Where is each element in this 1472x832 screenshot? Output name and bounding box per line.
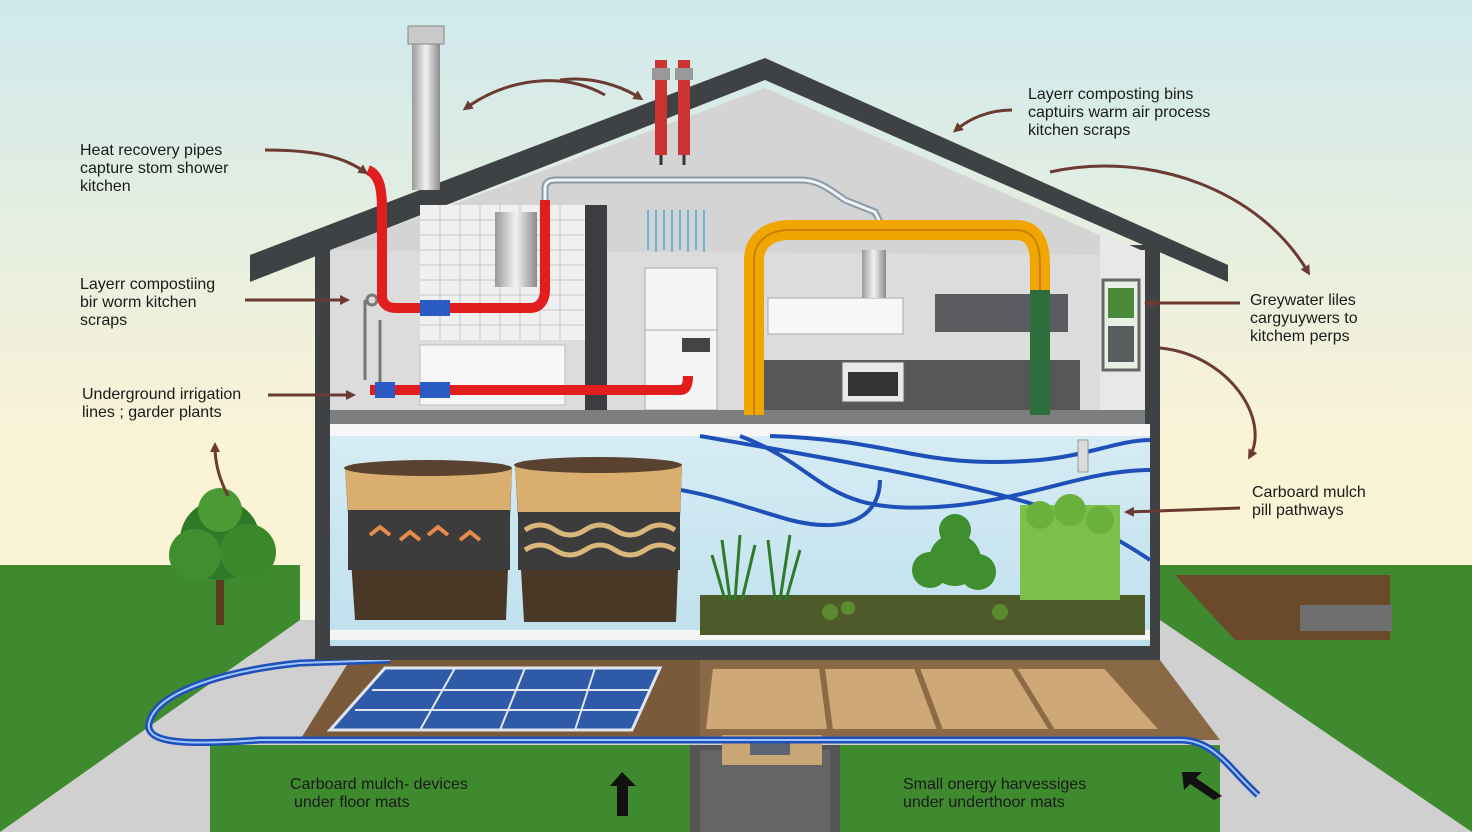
label-underground-irrigation: Underground irrigation lines ; garder pl… — [82, 386, 242, 421]
range-hood — [862, 250, 886, 298]
heat-recovery-pipe-lower — [370, 375, 693, 395]
plant-icon — [710, 534, 802, 601]
garden-grass-left — [210, 745, 690, 832]
climbing-plant — [1020, 494, 1120, 600]
upper-floor — [330, 410, 1145, 424]
label-layer-composting-left: Layerr compostiing bir worm kitchen scra… — [80, 276, 216, 329]
shower-fixture — [363, 293, 382, 385]
label-greywater: Greywater liles cargyuywers to kitchem p… — [1250, 292, 1358, 345]
compost-bin-2 — [514, 457, 682, 622]
solar-panel-icon — [326, 666, 663, 732]
annotation-arrow-top — [462, 79, 606, 111]
small-herbs — [822, 601, 1008, 620]
annotation-arrow-mulch — [1124, 506, 1241, 517]
up-arrow-icon — [610, 772, 636, 816]
dark-door-panel — [585, 205, 607, 410]
annotation-arrow-heat — [264, 148, 369, 175]
label-carboard-mulch-right: Carboard mulch pill pathways — [1252, 484, 1366, 519]
annotation-arrow-greywater-down — [1159, 346, 1258, 460]
annotation-arrow-top-right — [952, 108, 1013, 133]
annotation-arrow-tree — [210, 442, 230, 497]
floor-slab — [330, 424, 1150, 436]
compost-bin-icon — [344, 460, 512, 620]
vent-pipe-icon — [652, 60, 693, 165]
upper-cabinets — [767, 297, 904, 335]
water-heater — [495, 212, 537, 287]
annotation-arrow-top-2 — [559, 77, 644, 101]
up-arrow-icon-right — [1182, 772, 1222, 800]
chimney-icon — [407, 25, 445, 190]
label-carboard-mulch-bottom: Carboard mulch- devices under floor mats — [290, 776, 468, 811]
label-heat-recovery: Heat recovery pipes capture stom shower … — [80, 142, 229, 195]
label-layer-composting-top: Layerr composting bins captuirs warm air… — [1028, 86, 1211, 139]
cardboard-mulch-tiles — [703, 667, 1163, 731]
tree-icon — [169, 488, 276, 625]
planter-bed — [700, 595, 1145, 635]
kitchen-counter — [760, 360, 1080, 410]
shrub — [912, 514, 996, 590]
garden-grass-right — [840, 745, 1220, 832]
annotation-arrow-curve-right — [1049, 164, 1311, 276]
label-small-energy: Small onergy harvessiges under underthoo… — [903, 776, 1087, 811]
stepping-stone — [1300, 605, 1392, 631]
heat-recovery-pipe — [365, 165, 550, 313]
